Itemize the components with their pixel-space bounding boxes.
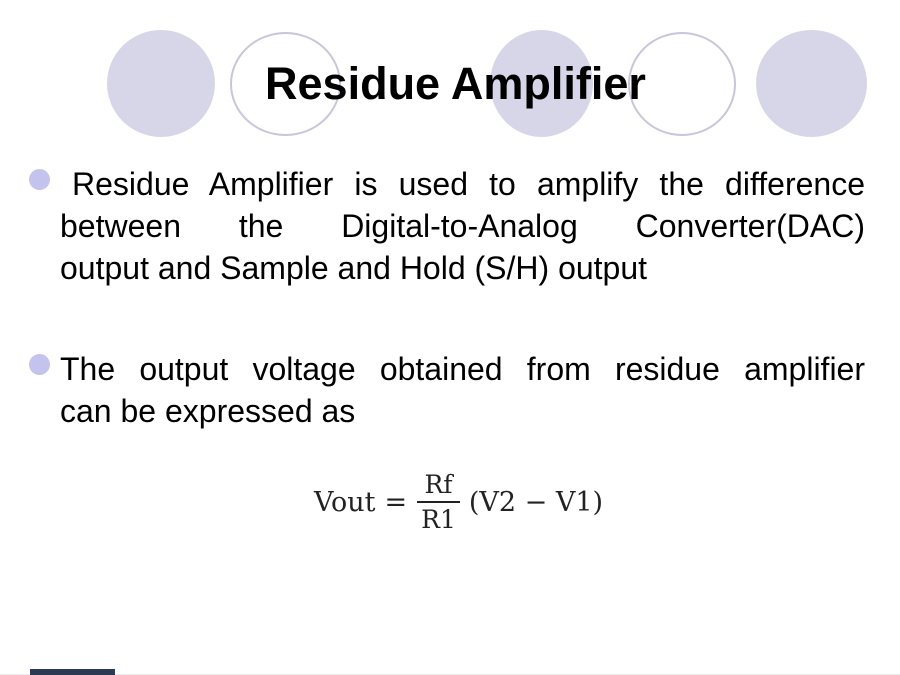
formula: Vout = Rf R1 (V2 − V1) — [314, 471, 603, 533]
fraction-numerator: Rf — [424, 470, 453, 499]
decorative-circle-filled-3 — [756, 30, 867, 137]
fraction-bar — [417, 501, 460, 503]
decorative-circle-outlined-1 — [230, 32, 341, 136]
bullet-icon — [29, 169, 50, 190]
formula-rhs: (V2 − V1) — [468, 486, 604, 518]
equals-sign: = — [384, 486, 408, 518]
bullet-icon — [29, 354, 50, 375]
formula-lhs: Vout — [314, 486, 376, 518]
bullet-text-line: between the Digital-to-Analog Converter(… — [60, 208, 865, 244]
bullet-text-line: The output voltage obtained from residue… — [60, 351, 865, 387]
bullet-paragraph-1: Residue Amplifier is used to amplify the… — [60, 163, 865, 289]
decorative-circle-outlined-2 — [628, 32, 736, 136]
bullet-paragraph-2: The output voltage obtained from residue… — [60, 348, 865, 432]
footer-bar — [30, 669, 115, 675]
bullet-text-line: can be expressed as — [60, 393, 356, 429]
decorative-circle-filled-1 — [107, 30, 215, 137]
slide-title: Residue Amplifier — [265, 58, 646, 109]
bullet-text-line: output and Sample and Hold (S/H) output — [60, 250, 648, 286]
fraction: Rf R1 — [417, 471, 460, 533]
bullet-text-line: Residue Amplifier is used to amplify the… — [72, 166, 865, 202]
fraction-denominator: R1 — [421, 505, 456, 534]
decorative-circle-filled-2 — [490, 30, 593, 137]
